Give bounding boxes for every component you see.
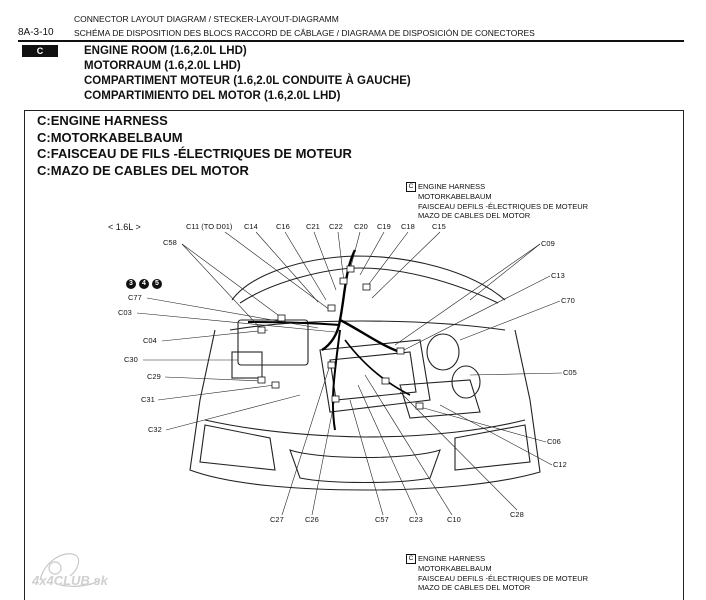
header-title: CONNECTOR LAYOUT DIAGRAM / STECKER-LAYOU… <box>74 14 339 24</box>
connector-label: C28 <box>510 510 524 519</box>
connector-label: C26 <box>305 515 319 524</box>
connector-label: C10 <box>447 515 461 524</box>
legend-line: FAISCEAU DEFILS -ÉLECTRIQUES DE MOTEUR <box>418 573 589 583</box>
fuse-box <box>231 351 263 379</box>
connector-block <box>346 265 355 273</box>
connector-label: C11 (TO D01) <box>186 222 233 231</box>
connector-block <box>277 314 286 322</box>
connector-label: C29 <box>147 372 161 381</box>
connector-label: C18 <box>401 222 415 231</box>
section-tag: C <box>22 45 58 57</box>
harness-titles: C:ENGINE HARNESS C:MOTORKABELBAUM C:FAIS… <box>37 113 352 179</box>
body-outline <box>189 329 541 491</box>
marker-badge: 5 <box>152 279 162 289</box>
connector-label: C13 <box>551 271 565 280</box>
connector-label: C19 <box>377 222 391 231</box>
connector-block <box>381 377 390 385</box>
air-box <box>399 379 481 419</box>
connector-label: C30 <box>124 355 138 364</box>
connector-label: C23 <box>409 515 423 524</box>
legend-line: MAZO DE CABLES DEL MOTOR <box>418 211 531 220</box>
grille <box>289 449 441 484</box>
body-inner <box>229 320 506 331</box>
harness-title-de: C:MOTORKABELBAUM <box>37 129 183 145</box>
connector-label: C70 <box>561 296 575 305</box>
connector-block <box>396 347 405 355</box>
connector-label: C20 <box>354 222 368 231</box>
connector-block <box>362 283 371 291</box>
harness-title-fr: C:FAISCEAU DE FILS -ÉLECTRIQUES DE MOTEU… <box>37 146 352 161</box>
connector-label: C14 <box>244 222 258 231</box>
reservoir-top <box>426 333 460 371</box>
page-number: 8A-3-10 <box>18 27 54 38</box>
connector-label: C09 <box>541 239 555 248</box>
section-title-de: MOTORRAUM (1.6,2.0L LHD) <box>84 60 241 72</box>
connector-block <box>327 361 336 369</box>
diagram-frame <box>24 110 684 600</box>
watermark-text: 4x4CLUB.sk <box>31 573 109 588</box>
headlight-right <box>454 424 531 471</box>
legend-line: FAISCEAU DEFILS -ÉLECTRIQUES DE MOTEUR <box>418 201 589 211</box>
harness-route <box>339 318 401 354</box>
marker-badge: 3 <box>126 279 136 289</box>
headlight-left <box>199 424 276 471</box>
reservoir-bottom <box>451 365 481 399</box>
legend-code-box: C <box>406 182 416 192</box>
connector-label: C12 <box>553 460 567 469</box>
connector-label: C16 <box>276 222 290 231</box>
engine-cover <box>329 351 417 401</box>
legend-line: ENGINE HARNESS <box>418 182 486 191</box>
connector-block <box>257 326 266 334</box>
section-titles: ENGINE ROOM (1.6,2.0L LHD) MOTORRAUM (1.… <box>84 44 411 104</box>
header-rule <box>18 40 684 42</box>
legend-code-box: C <box>406 554 416 564</box>
legend-line: MOTORKABELBAUM <box>418 564 492 573</box>
connector-label: C58 <box>163 238 177 247</box>
engine-block <box>319 339 431 413</box>
section-title-en: ENGINE ROOM (1.6,2.0L LHD) <box>84 45 247 57</box>
connector-block <box>327 304 336 312</box>
connector-block <box>415 402 424 410</box>
connector-label: C27 <box>270 515 284 524</box>
connector-label: C31 <box>141 395 155 404</box>
connector-block <box>271 381 280 389</box>
legend-line: MOTORKABELBAUM <box>418 192 492 201</box>
connector-label: C15 <box>432 222 446 231</box>
legend-line: MAZO DE CABLES DEL MOTOR <box>418 583 531 592</box>
connector-label: C32 <box>148 425 162 434</box>
header-subtitle: SCHÉMA DE DISPOSITION DES BLOCS RACCORD … <box>74 28 535 38</box>
harness-route <box>331 329 341 431</box>
legend-line: ENGINE HARNESS <box>418 554 486 563</box>
section-title-es: COMPARTIMIENTO DEL MOTOR (1.6,2.0L LHD) <box>84 90 341 102</box>
connector-label: C77 <box>128 293 142 302</box>
connector-label: C22 <box>329 222 343 231</box>
connector-block <box>339 277 348 285</box>
hood-outline <box>231 255 506 301</box>
connector-label: C21 <box>306 222 320 231</box>
connector-label: C05 <box>563 368 577 377</box>
connector-label: C06 <box>547 437 561 446</box>
harness-title-es: C:MAZO DE CABLES DEL MOTOR <box>37 162 249 178</box>
connector-label: C03 <box>118 308 132 317</box>
connector-block <box>331 395 340 403</box>
harness-title-en: C:ENGINE HARNESS <box>37 113 168 128</box>
watermark-logo: 4x4CLUB.sk <box>31 553 109 588</box>
marker-badge: 4 <box>139 279 149 289</box>
hood-edge <box>239 267 499 304</box>
connector-block <box>257 376 266 384</box>
connector-label: C04 <box>143 336 157 345</box>
variant-label: < 1.6L > <box>108 222 141 232</box>
section-title-fr: COMPARTIMENT MOTEUR (1.6,2.0L CONDUITE À… <box>84 75 411 87</box>
connector-label: C57 <box>375 515 389 524</box>
harness-route <box>344 339 411 396</box>
